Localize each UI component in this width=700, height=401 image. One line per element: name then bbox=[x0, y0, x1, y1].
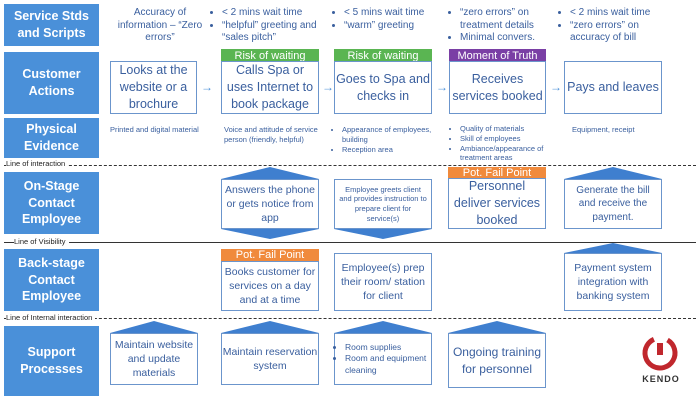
upward-arrow-shape bbox=[110, 321, 198, 333]
line-of-internal-interaction-label: Line of Internal interaction bbox=[6, 313, 96, 322]
arrow-icon: → bbox=[201, 80, 213, 94]
standard-item: < 2 mins wait time bbox=[222, 7, 324, 20]
upward-arrow-shape bbox=[221, 167, 319, 179]
onstage-greets-client: Employee greets client and provides inst… bbox=[334, 179, 432, 229]
onstage-deliver-services: Personnel deliver services booked bbox=[448, 178, 546, 229]
backstage-books-customer: Books customer for services on a day and… bbox=[221, 261, 319, 311]
customer-action-pay: Pays and leaves bbox=[564, 61, 662, 114]
upward-arrow-shape bbox=[334, 321, 432, 333]
line-of-interaction bbox=[4, 165, 696, 166]
arrow-icon: → bbox=[436, 80, 448, 94]
upward-arrow-shape bbox=[564, 243, 662, 253]
support-item: Room supplies bbox=[345, 342, 429, 353]
evidence-item: Ambiance/appearance of treatment areas bbox=[460, 144, 552, 164]
potential-fail-point-tag: Pot. Fail Point bbox=[221, 249, 319, 261]
line-of-visibility-label: Line of Visibility bbox=[14, 237, 69, 246]
standard-col2: < 2 mins wait time“helpful” greeting and… bbox=[212, 7, 324, 45]
backstage-payment-system: Payment system integration with banking … bbox=[564, 253, 662, 311]
row-label-customer-actions: Customer Actions bbox=[4, 52, 99, 114]
standard-item: Minimal convers. bbox=[460, 32, 550, 45]
support-maintain-website: Maintain website and update materials bbox=[110, 333, 198, 385]
standard-item: < 5 mins wait time bbox=[344, 7, 439, 20]
evidence-item: Skill of employees bbox=[460, 134, 552, 144]
support-item: Room and equipment cleaning bbox=[345, 353, 429, 375]
kendo-logo-icon bbox=[640, 333, 680, 373]
potential-fail-point-tag: Pot. Fail Point bbox=[448, 167, 546, 179]
support-ongoing-training: Ongoing training for personnel bbox=[448, 333, 546, 388]
risk-of-waiting-tag: Risk of waiting bbox=[221, 49, 319, 62]
customer-action-book: Calls Spa or uses Internet to book packa… bbox=[221, 61, 319, 114]
standard-item: “warm” greeting bbox=[344, 20, 439, 33]
standard-col4: “zero errors” on treatment detailsMinima… bbox=[450, 7, 550, 45]
row-label-backstage: Back-stage Contact Employee bbox=[4, 249, 99, 311]
onstage-answers-phone: Answers the phone or gets notice from ap… bbox=[221, 179, 319, 229]
row-label-support: Support Processes bbox=[4, 326, 99, 396]
upward-arrow-shape bbox=[448, 321, 546, 333]
standard-item: “zero errors” on accuracy of bill bbox=[570, 20, 670, 45]
support-reservation-system: Maintain reservation system bbox=[221, 333, 319, 385]
standard-item: < 2 mins wait time bbox=[570, 7, 670, 20]
upward-arrow-shape bbox=[564, 167, 662, 179]
row-label-physical-evidence: Physical Evidence bbox=[4, 118, 99, 158]
evidence-item: Quality of materials bbox=[460, 124, 552, 134]
support-room-supplies: Room suppliesRoom and equipment cleaning bbox=[334, 333, 432, 385]
standard-col5: < 2 mins wait time“zero errors” on accur… bbox=[560, 7, 670, 45]
evidence-col5: Equipment, receipt bbox=[572, 125, 635, 134]
evidence-item: Reception area bbox=[342, 145, 439, 155]
standard-col3: < 5 mins wait time“warm” greeting bbox=[334, 7, 439, 32]
evidence-col2: Voice and attitude of service person (fr… bbox=[224, 125, 318, 144]
moment-of-truth-tag: Moment of Truth bbox=[449, 49, 546, 62]
customer-action-receive: Receives services booked bbox=[449, 61, 546, 114]
backstage-prep-room: Employee(s) prep their room/ station for… bbox=[334, 253, 432, 311]
standard-item: “zero errors” on treatment details bbox=[460, 7, 550, 32]
row-label-service-stds: Service Stds and Scripts bbox=[4, 4, 99, 46]
line-of-visibility bbox=[4, 242, 696, 243]
line-of-interaction-label: Line of interaction bbox=[6, 159, 69, 168]
upward-arrow-shape bbox=[221, 321, 319, 333]
onstage-generate-bill: Generate the bill and receive the paymen… bbox=[564, 179, 662, 229]
evidence-item: Appearance of employees, building bbox=[342, 125, 439, 145]
line-of-internal-interaction bbox=[4, 318, 696, 319]
downward-arrow-shape bbox=[334, 229, 432, 239]
standard-col1: Accuracy of information – “Zero errors” bbox=[117, 7, 203, 43]
logo-text: KENDO bbox=[642, 374, 680, 384]
arrow-icon: → bbox=[322, 80, 334, 94]
risk-of-waiting-tag: Risk of waiting bbox=[334, 49, 432, 62]
customer-action-browse: Looks at the website or a brochure bbox=[110, 61, 197, 114]
standard-item: “helpful” greeting and “sales pitch” bbox=[222, 20, 324, 45]
downward-arrow-shape bbox=[221, 229, 319, 239]
customer-action-checkin: Goes to Spa and checks in bbox=[334, 61, 432, 114]
evidence-col1: Printed and digital material bbox=[110, 125, 199, 134]
evidence-col3: Appearance of employees, buildingRecepti… bbox=[334, 125, 439, 154]
arrow-icon: → bbox=[550, 80, 562, 94]
row-label-onstage: On-Stage Contact Employee bbox=[4, 172, 99, 234]
evidence-col4: Quality of materialsSkill of employeesAm… bbox=[452, 124, 552, 163]
